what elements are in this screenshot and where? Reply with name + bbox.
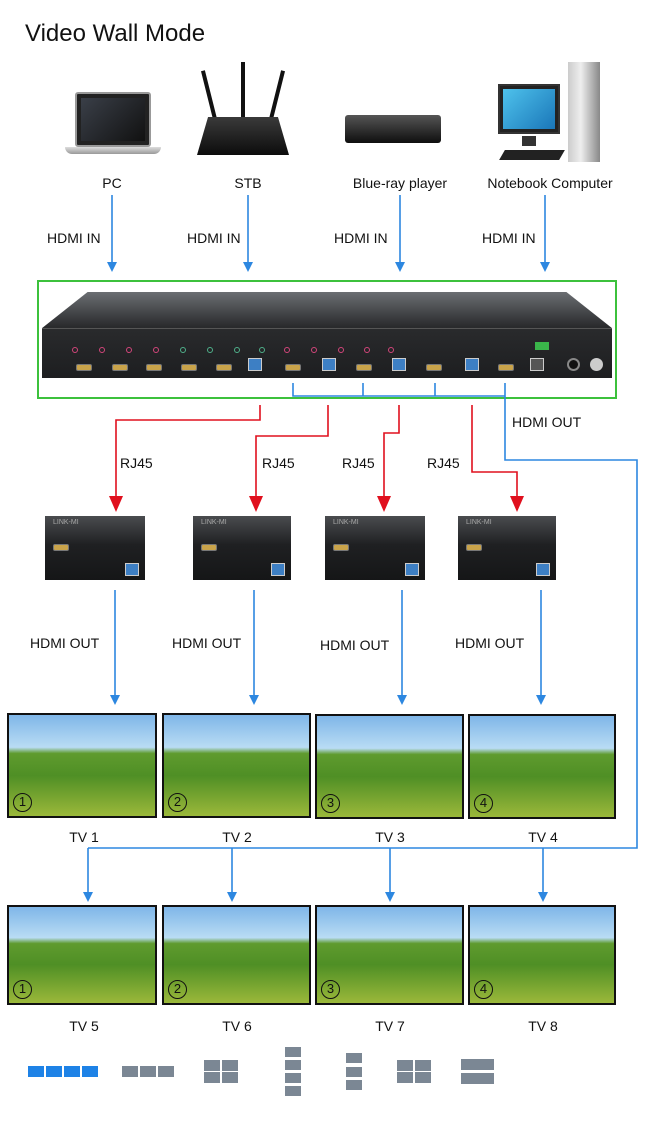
layout-4x1-icon[interactable] [285,1047,302,1098]
tv-label: TV 1 [69,829,99,845]
tv-label: TV 6 [222,1018,252,1034]
tv-label: TV 8 [528,1018,558,1034]
page-title: Video Wall Mode [25,20,206,47]
rj45-label: RJ45 [120,455,153,471]
tv-label: TV 4 [528,829,558,845]
tv-label: TV 7 [375,1018,405,1034]
tv-screen-8: 4 [468,905,616,1005]
tv-screen-4: 4 [468,714,616,819]
tv-label: TV 3 [375,829,405,845]
layout-2x1-icon[interactable] [461,1059,494,1084]
hdmi-out-label: HDMI OUT [455,635,525,651]
layout-2x2-icon[interactable] [204,1060,238,1083]
hdmi-out-label: HDMI OUT [172,635,242,651]
source-label-bluray: Blue-ray player [352,175,448,191]
source-label-stb: STB [234,175,262,191]
hdmi-in-label: HDMI IN [482,230,536,246]
source-label-notebook: Notebook Computer [487,175,613,191]
matrix-switch-frame [37,280,617,399]
layout-1x3-icon[interactable] [122,1066,174,1078]
hdmi-in-label: HDMI IN [334,230,388,246]
rj45-line [249,405,329,512]
rj45-line [377,405,400,512]
rj45-line [109,405,261,512]
switch-ports [42,292,612,378]
rj45-label: RJ45 [427,455,460,471]
tv-screen-5: 1 [7,905,157,1005]
hdmi-extender-receiver: LINK-MI [193,516,291,580]
hdmi-extender-receiver: LINK-MI [458,516,556,580]
tv-screen-7: 3 [315,905,464,1005]
hdmi-out-label: HDMI OUT [320,637,390,653]
tv-label: TV 2 [222,829,252,845]
hdmi-out-label: HDMI OUT [30,635,100,651]
tv-screen-6: 2 [162,905,311,1005]
hdmi-in-label: HDMI IN [187,230,241,246]
laptop-icon [65,92,161,160]
layout-2x2-icon[interactable] [397,1060,431,1083]
tv-screen-1: 1 [7,713,157,818]
rj45-line [471,405,524,512]
source-label-pc: PC [102,175,122,191]
hdmi-in-label: HDMI IN [47,230,101,246]
hdmi-extender-receiver: LINK-MI [45,516,145,580]
rj45-label: RJ45 [262,455,295,471]
tv-screen-3: 3 [315,714,464,819]
bluray-player-icon [345,115,441,143]
layout-1x4-icon[interactable] [28,1066,98,1078]
router-icon [195,62,291,162]
hdmi-bus-line [88,383,638,849]
hdmi-out-label: HDMI OUT [512,414,582,430]
desktop-computer-icon [498,62,603,167]
rj45-label: RJ45 [342,455,375,471]
hdmi-extender-receiver: LINK-MI [325,516,425,580]
tv-label: TV 5 [69,1018,99,1034]
tv-screen-2: 2 [162,713,311,818]
layout-3x1-icon[interactable] [346,1053,363,1091]
